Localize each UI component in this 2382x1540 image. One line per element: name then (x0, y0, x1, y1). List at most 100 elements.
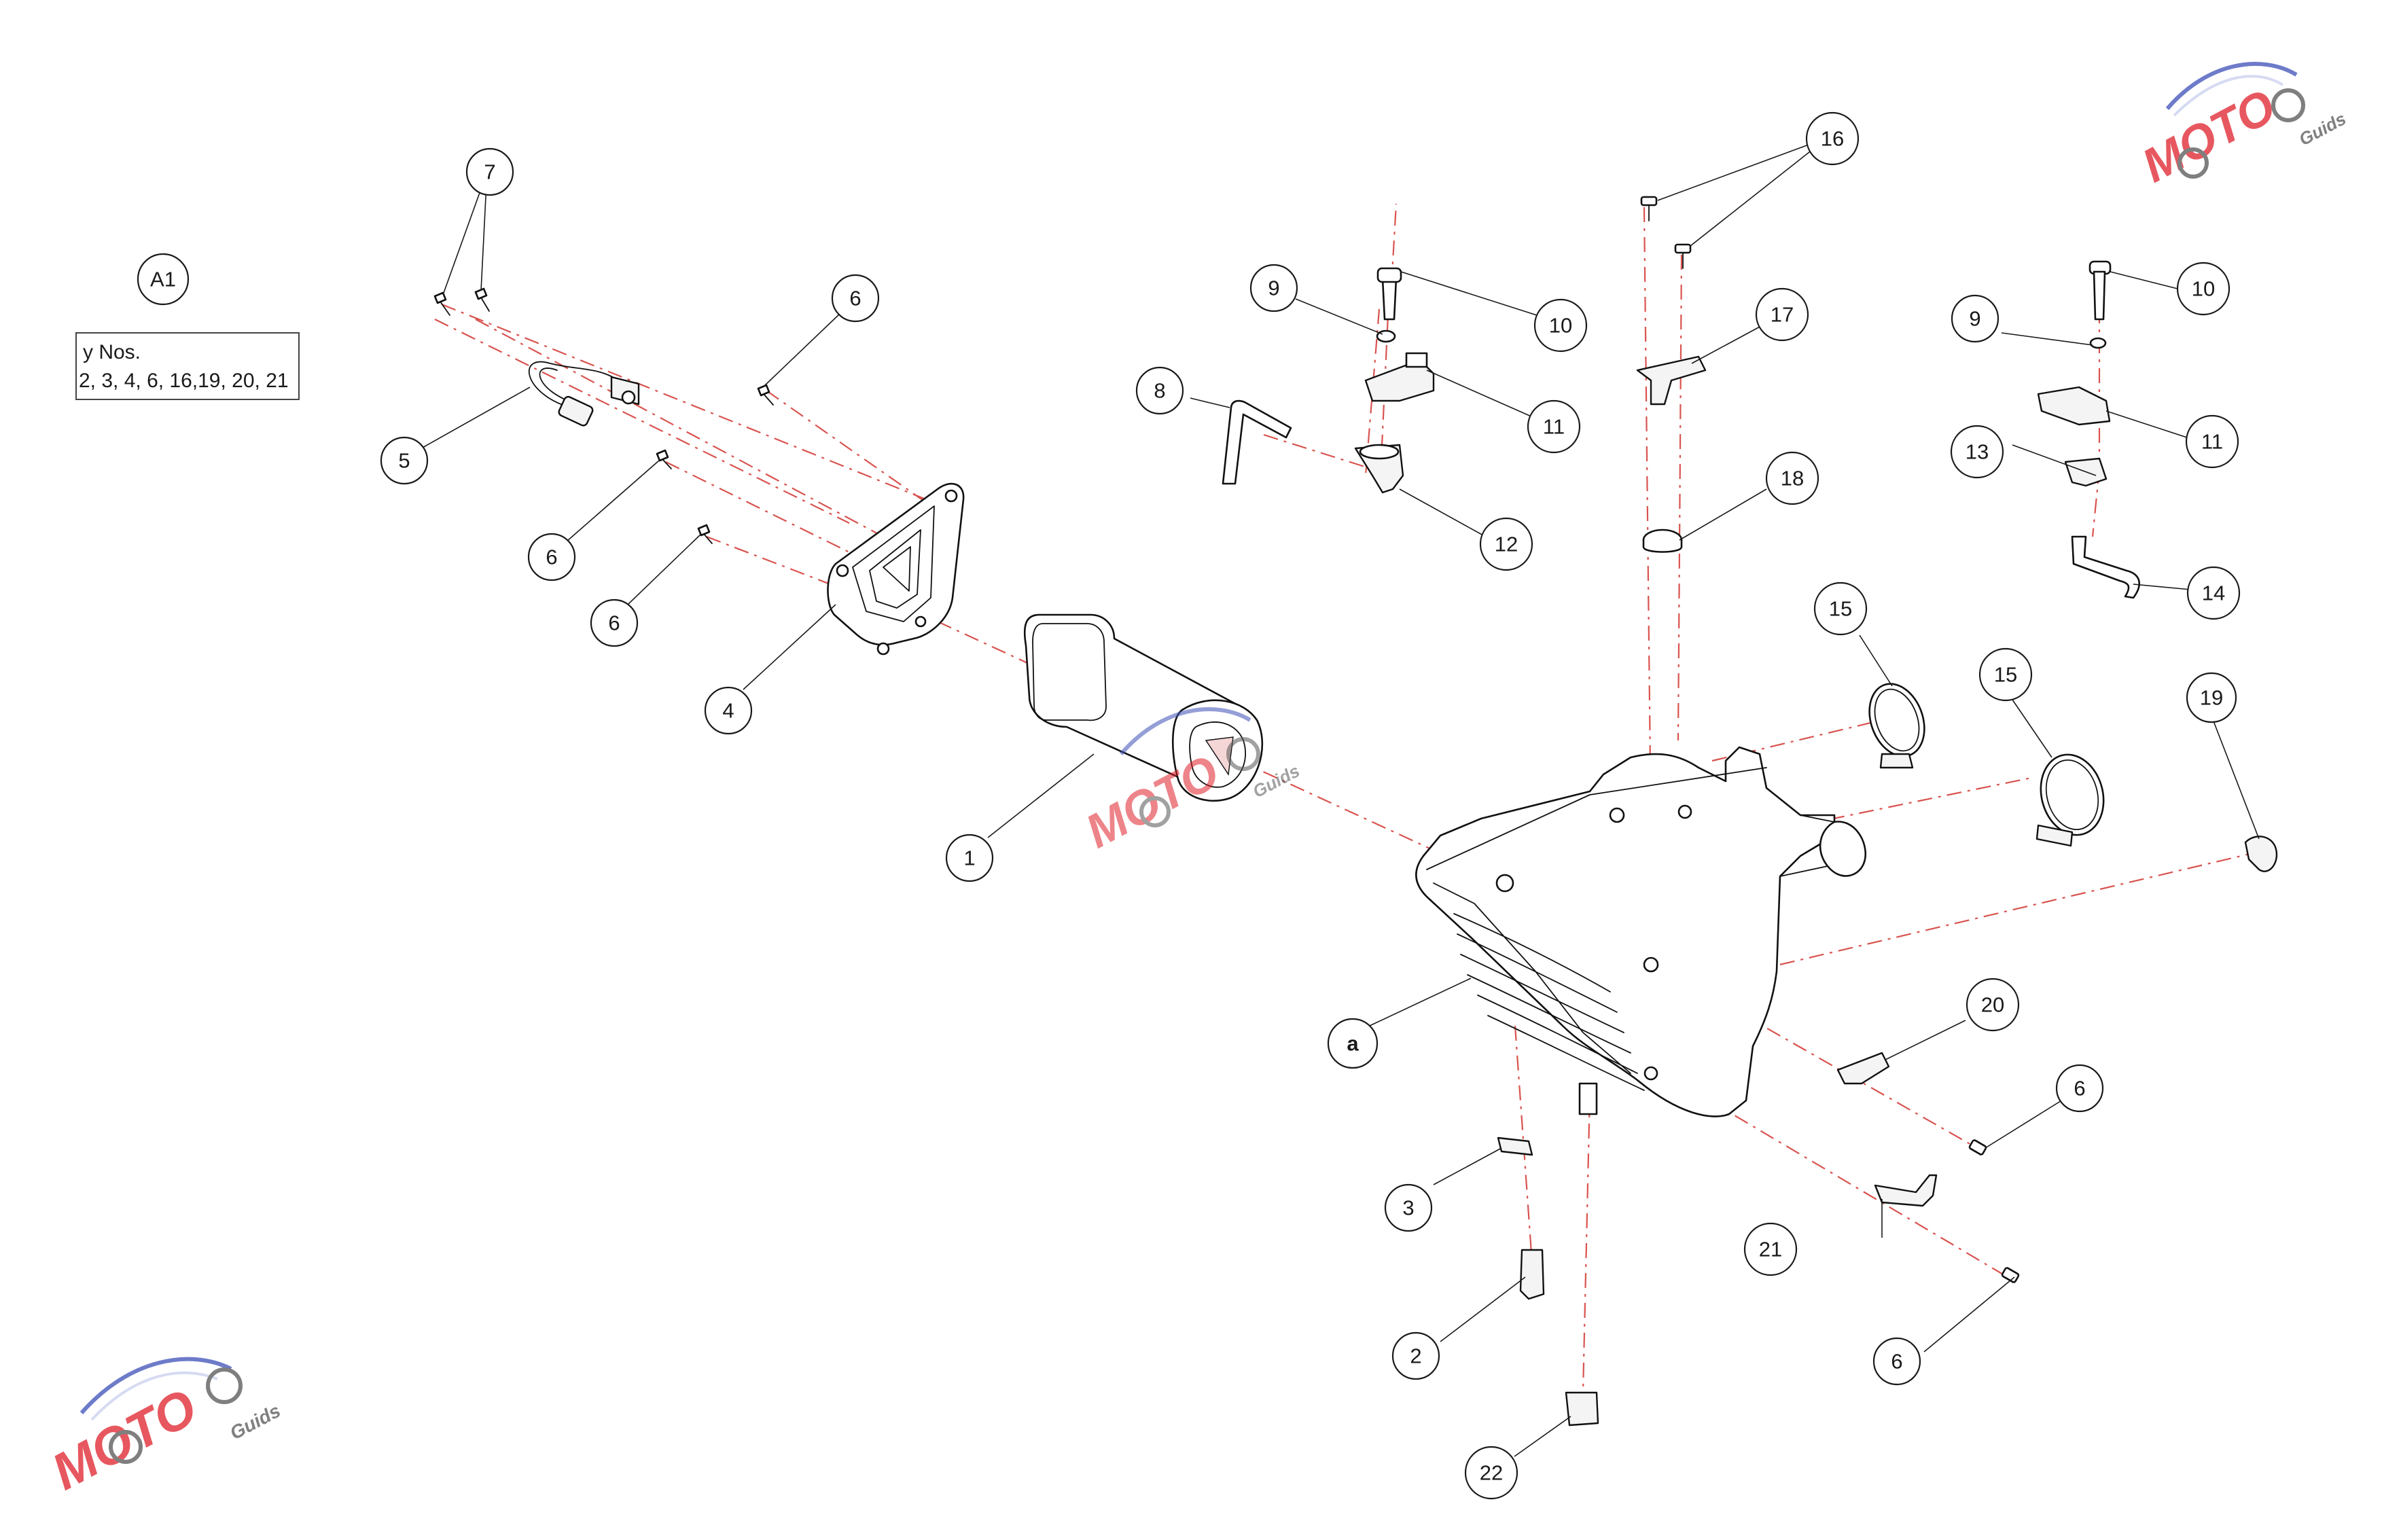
svg-text:16: 16 (1821, 127, 1844, 151)
callout-20: 20 (1966, 978, 2020, 1032)
callout-1: 1 (945, 834, 994, 882)
svg-text:8: 8 (1154, 379, 1165, 403)
screw-16-icon (1640, 196, 1692, 269)
svg-text:10: 10 (2192, 277, 2215, 301)
grommet-18-icon (1642, 529, 1683, 553)
watermark-sub: Guids (2296, 108, 2349, 149)
drain-tube-2-icon (1519, 1249, 1545, 1300)
callout-6: 6 (831, 274, 880, 323)
callout-10: 10 (2176, 262, 2230, 316)
callout-a: a (1327, 1018, 1379, 1069)
svg-text:3: 3 (1402, 1196, 1414, 1220)
svg-text:15: 15 (1829, 597, 1852, 621)
legend: A1 y Nos. 2, 3, 4, 6, 16,19, 20, 21 (75, 253, 300, 400)
svg-text:6: 6 (849, 287, 861, 310)
svg-text:6: 6 (608, 611, 620, 635)
callout-19: 19 (2186, 672, 2237, 723)
watermark-top-right: MOTO Guids (2133, 62, 2349, 192)
gear-icon (1139, 796, 1171, 827)
air-filter-1-icon (1023, 613, 1264, 802)
callout-15: 15 (1813, 581, 1868, 636)
callout-5: 5 (380, 436, 429, 485)
svg-text:14: 14 (2202, 581, 2225, 605)
gear-icon (2177, 147, 2209, 179)
legend-line-1: y Nos. (83, 341, 141, 363)
watermark-bottom-left: MOTO Guids (43, 1357, 284, 1501)
callout-7: 7 (465, 147, 514, 196)
svg-text:6: 6 (546, 545, 557, 569)
pressure-sensor-right-icon (2037, 260, 2140, 599)
callout-3: 3 (1384, 1183, 1433, 1232)
svg-text:7: 7 (484, 160, 495, 184)
bracket-20-icon (1836, 1052, 1890, 1085)
leader-lines (421, 144, 2260, 1457)
svg-text:4: 4 (722, 699, 734, 723)
drain-cap-22-icon (1565, 1391, 1599, 1427)
svg-text:13: 13 (1966, 440, 1989, 464)
swoosh-icon (2165, 62, 2298, 110)
airbox-cover-4-icon (827, 482, 965, 656)
clip-19-icon (2244, 836, 2278, 872)
watermark-sub: Guids (226, 1400, 284, 1444)
svg-text:2: 2 (1410, 1344, 1421, 1368)
legend-tag: A1 (150, 268, 176, 291)
gear-icon (1226, 737, 1260, 771)
gear-icon (2271, 88, 2305, 122)
svg-text:6: 6 (2074, 1077, 2085, 1100)
svg-text:9: 9 (1268, 276, 1279, 300)
callout-4: 4 (704, 686, 753, 735)
clip-3-icon (1497, 1136, 1533, 1156)
callout-14: 14 (2186, 566, 2241, 620)
callout-6: 6 (527, 533, 576, 581)
svg-text:20: 20 (1981, 993, 2004, 1017)
callout-13: 13 (1950, 425, 2004, 479)
watermark-brand: MOTO (43, 1378, 206, 1501)
callout-12: 12 (1479, 517, 1533, 571)
callout-6: 6 (2055, 1064, 2104, 1113)
callout-9: 9 (1249, 264, 1298, 312)
callout-16: 16 (1805, 111, 1860, 166)
callout-22: 22 (1464, 1446, 1518, 1500)
swoosh-icon (1119, 707, 1251, 755)
screw-6-icon (656, 384, 774, 544)
callout-15: 15 (1978, 647, 2033, 702)
gear-icon (206, 1367, 243, 1404)
legend-box (75, 332, 300, 400)
callout-10: 10 (1533, 298, 1588, 353)
callout-9: 9 (1951, 294, 1999, 343)
svg-text:22: 22 (1480, 1461, 1503, 1485)
pressure-sensor-left-icon (1354, 267, 1435, 494)
svg-text:21: 21 (1759, 1238, 1782, 1261)
svg-text:18: 18 (1781, 467, 1804, 490)
svg-text:9: 9 (1969, 307, 1980, 331)
svg-text:11: 11 (1543, 415, 1565, 439)
svg-text:6: 6 (1891, 1350, 1902, 1374)
bracket-21-icon (1874, 1174, 1938, 1207)
callout-11: 11 (2185, 414, 2239, 469)
hose-8-icon (1222, 399, 1292, 485)
callout-6: 6 (1872, 1337, 1921, 1386)
gear-icon (109, 1430, 143, 1464)
assembly-lines (434, 203, 2256, 1393)
screw-6-right-icon (1968, 1139, 2020, 1283)
airbox-body-icon (1415, 746, 1867, 1117)
parts (433, 196, 2278, 1427)
callouts: 7 5 6 6 6 4 1 8 9 10 11 12 16 17 18 15 1… (380, 111, 2241, 1500)
watermark-brand: MOTO (2133, 79, 2283, 192)
callout-8: 8 (1135, 366, 1184, 415)
callout-18: 18 (1765, 451, 1819, 505)
callout-6: 6 (590, 598, 639, 647)
svg-text:17: 17 (1771, 303, 1794, 327)
svg-text:a: a (1347, 1032, 1359, 1056)
svg-text:1: 1 (963, 846, 975, 870)
svg-text:12: 12 (1495, 533, 1518, 556)
callout-11: 11 (1527, 399, 1581, 454)
legend-line-2: 2, 3, 4, 6, 16,19, 20, 21 (79, 370, 289, 392)
svg-text:10: 10 (1549, 314, 1572, 338)
sensor-cable-5-icon (528, 361, 640, 427)
svg-text:11: 11 (2201, 430, 2223, 454)
bracket-17-icon (1636, 355, 1707, 406)
svg-text:19: 19 (2200, 686, 2223, 710)
callout-2: 2 (1391, 1331, 1440, 1380)
